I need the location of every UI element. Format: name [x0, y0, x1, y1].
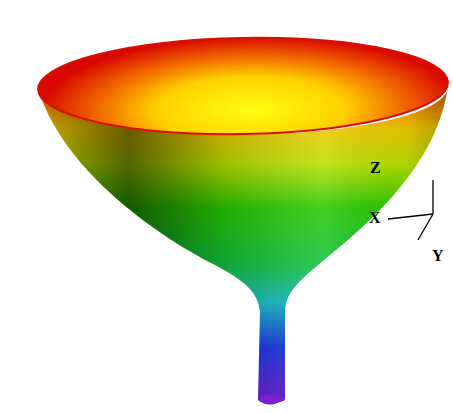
axis-label: Y [432, 248, 444, 264]
axis-label: Z [370, 160, 381, 176]
axis-label: X [369, 210, 381, 226]
axis-triad [388, 180, 433, 240]
